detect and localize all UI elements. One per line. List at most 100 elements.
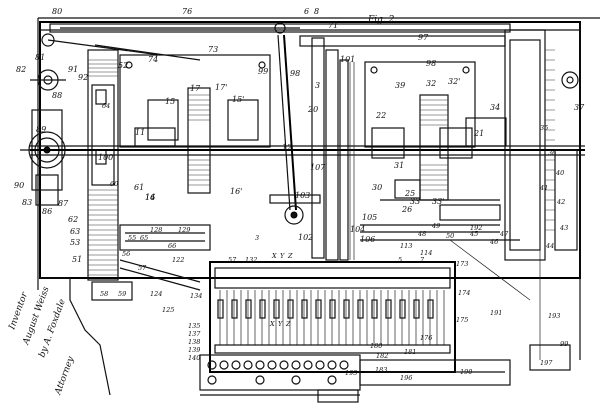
label-11: 11: [135, 128, 145, 137]
keyboard-block: [209, 261, 456, 373]
label-173: 173: [456, 260, 468, 268]
label-98: 98: [290, 69, 300, 78]
reference-labels: 80 76 71 8 97 82 81 88 89 90 83 86 87 62…: [14, 7, 585, 382]
label-37: 37: [574, 103, 585, 112]
label-49: 49: [431, 222, 440, 230]
label-12: 12: [282, 143, 292, 152]
label-41: 41: [539, 184, 548, 192]
upper-right-plate: [364, 61, 507, 201]
label-15: 15: [165, 97, 175, 106]
label-195: 195: [345, 369, 357, 377]
label-140: 140: [188, 354, 200, 362]
label-51: 51: [72, 255, 82, 264]
label-48: 48: [417, 230, 426, 238]
label-76: 76: [182, 7, 192, 16]
label-16: 16: [145, 193, 155, 202]
label-191: 191: [490, 309, 502, 317]
label-74: 74: [148, 55, 158, 64]
label-129: 129: [178, 226, 190, 234]
label-62: 62: [68, 215, 78, 224]
label-Xb: X: [269, 320, 275, 328]
label-176: 176: [420, 334, 432, 342]
label-137: 137: [188, 330, 201, 338]
label-58: 58: [100, 290, 108, 298]
label-181: 181: [404, 348, 416, 356]
label-45: 45: [469, 230, 478, 238]
label-43: 43: [559, 224, 568, 232]
label-122: 122: [172, 256, 184, 264]
top-lever-assembly: [41, 22, 511, 61]
label-53: 53: [70, 238, 80, 247]
label-20: 20: [307, 105, 318, 114]
label-91: 91: [68, 65, 78, 74]
label-132: 132: [245, 256, 257, 264]
label-82: 82: [16, 65, 26, 74]
label-175: 175: [456, 316, 468, 324]
label-92: 92: [78, 73, 88, 82]
label-88: 88: [52, 91, 62, 100]
label-33: 33: [410, 197, 420, 206]
label-33p: 33': [432, 197, 444, 206]
label-197: 197: [540, 359, 553, 367]
label-71: 71: [328, 21, 338, 30]
left-gear-column: [87, 49, 119, 281]
label-59: 59: [118, 290, 126, 298]
label-90: 90: [14, 181, 24, 190]
label-196: 196: [400, 374, 412, 382]
label-182: 182: [376, 352, 388, 360]
label-103: 103: [295, 191, 310, 200]
label-57b: 57: [138, 264, 147, 272]
label-Yb: Y: [278, 320, 283, 328]
center-rods: [311, 37, 355, 261]
label-32p: 32': [448, 77, 460, 86]
label-87: 87: [58, 199, 69, 208]
label-36: 36: [548, 149, 556, 157]
label-3b: 3: [255, 234, 259, 242]
label-X: X: [271, 252, 277, 260]
label-32: 32: [426, 79, 436, 88]
left-lower-parts: [91, 224, 211, 301]
label-86: 86: [42, 207, 52, 216]
upper-left-plate: [119, 54, 271, 194]
label-14: 14: [145, 193, 155, 202]
label-83: 83: [22, 198, 32, 207]
label-81: 81: [35, 53, 45, 62]
label-102: 102: [298, 233, 313, 242]
center-lever: [269, 34, 321, 225]
label-183: 183: [375, 366, 387, 374]
label-138: 138: [188, 338, 200, 346]
bottom-base: [200, 344, 571, 403]
label-47: 47: [499, 230, 509, 238]
label-98b: 98: [426, 59, 436, 68]
label-34: 34: [490, 103, 500, 112]
label-190: 190: [460, 368, 472, 376]
label-3: 3: [315, 81, 320, 90]
label-6: 6: [304, 7, 309, 16]
label-64: 64: [102, 102, 110, 110]
label-104: 104: [350, 225, 365, 234]
key-tops: [217, 299, 434, 319]
label-31: 31: [394, 161, 404, 170]
label-61: 61: [134, 183, 144, 192]
label-65: 65: [140, 234, 148, 242]
label-40: 40: [555, 169, 564, 177]
label-56: 56: [122, 250, 130, 258]
signature-line-4: Attorney: [53, 355, 77, 397]
label-Zb: Z: [285, 320, 291, 328]
label-100: 100: [98, 153, 113, 162]
label-30: 30: [372, 183, 382, 192]
label-113: 113: [400, 242, 412, 250]
label-128: 128: [150, 226, 162, 234]
label-25: 25: [404, 189, 415, 198]
label-50: 50: [446, 232, 454, 240]
label-63: 63: [70, 227, 80, 236]
label-35: 35: [540, 124, 548, 132]
label-5: 5: [398, 256, 402, 264]
label-192: 192: [470, 224, 482, 232]
label-114: 114: [420, 249, 432, 257]
label-39: 39: [395, 81, 405, 90]
label-60: 60: [110, 180, 118, 188]
label-89: 89: [36, 125, 46, 134]
label-46: 46: [489, 238, 498, 246]
label-52: 52: [118, 61, 128, 70]
